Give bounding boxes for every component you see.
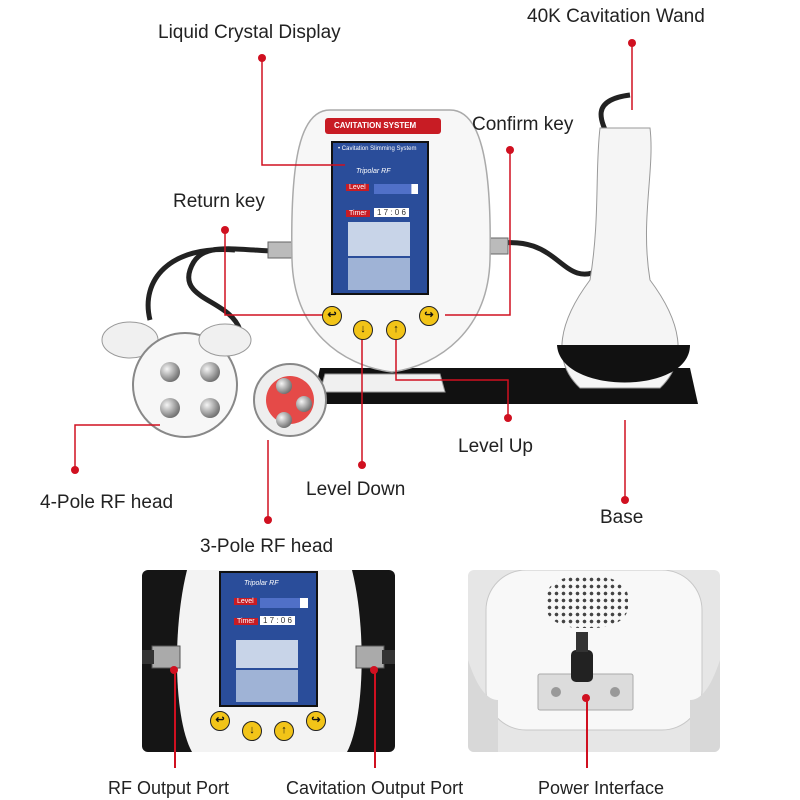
lcd-level-bar-fill <box>374 184 412 194</box>
base-label: Base <box>600 507 644 528</box>
up-arrow-icon[interactable]: ↑ <box>274 721 294 741</box>
confirm-leader <box>445 150 511 316</box>
lcd-label: Liquid Crystal Display <box>158 22 341 43</box>
cav-port-label: Cavitation Output Port <box>286 778 464 798</box>
ports-photo-image-1 <box>236 640 298 668</box>
confirm-label: Confirm key <box>472 114 574 135</box>
rf-port-dot <box>170 666 178 674</box>
cable-left-2 <box>145 247 236 321</box>
ports-photo-image-2 <box>236 670 298 702</box>
base-dot <box>621 496 629 504</box>
lcd-dot <box>258 54 266 62</box>
lcd-timer-value: 1 7 : 0 6 <box>374 208 409 217</box>
lcd-timer-label: Timer <box>346 210 370 217</box>
power-dot <box>582 694 590 702</box>
device-illustration <box>74 43 698 520</box>
rf-port-leader <box>174 672 176 768</box>
power-photo-left-side <box>468 660 498 752</box>
four-pole-electrode <box>200 362 220 382</box>
return-arrow-icon[interactable]: ↩ <box>322 306 342 326</box>
four-pole-electrode <box>200 398 220 418</box>
four-pole-electrode <box>160 398 180 418</box>
down-arrow-icon[interactable]: ↓ <box>242 721 262 741</box>
confirm-arrow-icon[interactable]: ↪ <box>419 306 439 326</box>
ports-photo-level-fill <box>260 598 300 608</box>
photo-mode: Tripolar RF <box>244 580 279 587</box>
wand-black-base <box>557 345 690 383</box>
three-pole-electrode <box>276 412 292 428</box>
lcd-image-1 <box>348 222 410 256</box>
ports-photo-right-connector <box>355 645 385 669</box>
power-photo-plug <box>571 650 593 682</box>
four-pole-dot <box>71 466 79 474</box>
return-dot <box>221 226 229 234</box>
lcd-level-label: Level <box>346 184 369 191</box>
four-pole-leader <box>74 424 160 470</box>
return-label: Return key <box>173 191 265 212</box>
photo-level-label: Level <box>234 598 257 605</box>
level-down-dot <box>358 461 366 469</box>
wand-label: 40K Cavitation Wand <box>527 6 705 27</box>
three-pole-electrode <box>296 396 312 412</box>
cav-port-dot <box>370 666 378 674</box>
up-arrow-icon[interactable]: ↑ <box>386 320 406 340</box>
main-unit-stand <box>319 373 446 393</box>
return-leader <box>224 230 325 316</box>
lcd-menu-item: • Cavitation Slimming System <box>338 146 417 152</box>
confirm-arrow-icon[interactable]: ↪ <box>306 711 326 731</box>
power-photo <box>468 570 720 752</box>
device-header-text: CAVITATION SYSTEM <box>334 121 417 130</box>
ports-photo-left-connector <box>151 645 181 669</box>
return-arrow-icon[interactable]: ↩ <box>210 711 230 731</box>
power-leader <box>586 700 588 768</box>
speaker-grille-icon <box>546 576 628 628</box>
ports-photo-right-cable <box>382 650 395 664</box>
level-down-label: Level Down <box>306 479 406 500</box>
rf-port-label: RF Output Port <box>108 778 230 798</box>
power-photo-art <box>468 570 720 752</box>
ports-photo-art <box>142 570 395 752</box>
lcd-mode: Tripolar RF <box>356 168 391 175</box>
three-pole-label: 3-Pole RF head <box>200 536 334 557</box>
cavitation-wand <box>561 127 679 389</box>
lcd-leader <box>261 58 345 166</box>
cable-left <box>186 246 291 332</box>
level-up-leader <box>395 328 509 418</box>
four-pole-label: 4-Pole RF head <box>40 492 174 513</box>
lcd-image-2 <box>348 258 410 290</box>
power-photo-right-side <box>690 660 720 752</box>
down-arrow-icon[interactable]: ↓ <box>353 320 373 340</box>
power-photo-screw <box>551 687 561 697</box>
photo-timer-value: 1 7 : 0 6 <box>260 616 295 625</box>
cav-port-leader <box>374 672 376 768</box>
four-pole-electrode <box>160 362 180 382</box>
left-connector <box>267 241 295 259</box>
ports-photo: Tripolar RF Level Timer 1 7 : 0 6 ↩ ↓ ↑ … <box>142 570 395 752</box>
level-up-dot <box>504 414 512 422</box>
photo-timer-label: Timer <box>234 618 258 625</box>
power-photo-screw <box>610 687 620 697</box>
wand-dot <box>628 39 636 47</box>
three-pole-dot <box>264 516 272 524</box>
power-photo-cable <box>576 632 588 652</box>
three-pole-electrode <box>276 378 292 394</box>
power-label: Power Interface <box>538 778 665 798</box>
confirm-dot <box>506 146 514 154</box>
level-up-label: Level Up <box>458 436 533 457</box>
header-strip <box>325 118 441 134</box>
three-pole-handle <box>198 323 252 357</box>
ports-photo-left-cable <box>142 650 154 664</box>
